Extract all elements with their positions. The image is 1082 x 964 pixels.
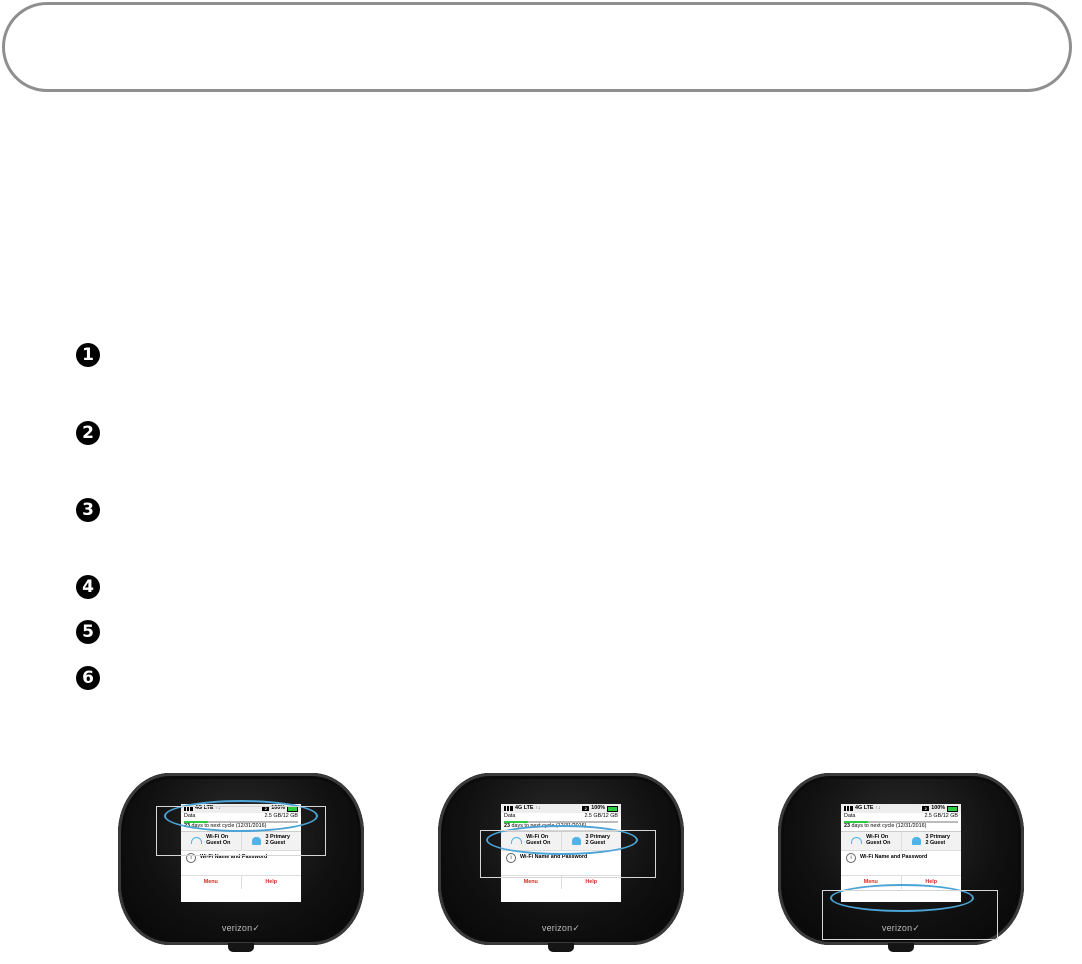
help-button[interactable]: Help xyxy=(241,876,302,889)
signal-bars-icon xyxy=(504,806,513,811)
usb-port xyxy=(888,943,914,952)
verizon-logo: verizon✓ xyxy=(118,922,364,934)
usb-port xyxy=(228,943,254,952)
network-label: 4G LTE xyxy=(515,806,533,812)
step-2-marker: 2 xyxy=(76,421,100,445)
step-4-marker: 4 xyxy=(76,575,100,599)
data-usage-row: Data 2.5 GB/12 GB xyxy=(501,813,621,820)
status-bar: 4G LTE ↑↓ 2 100% xyxy=(501,804,621,813)
message-icon: 2 xyxy=(582,806,589,811)
step-3-marker: 3 xyxy=(76,498,100,522)
data-amount: 2.5 GB/12 GB xyxy=(584,814,618,820)
status-bar: 4G LTE ↑↓ 2 100% xyxy=(841,804,961,813)
battery-label: 100% xyxy=(591,806,605,812)
wifi-name-password-row[interactable]: i Wi-Fi Name and Password xyxy=(841,851,961,865)
data-label: Data xyxy=(844,814,855,820)
data-amount: 2.5 GB/12 GB xyxy=(924,814,958,820)
usb-port xyxy=(548,943,574,952)
message-icon: 2 xyxy=(922,806,929,811)
callout-line xyxy=(480,830,656,878)
callout-line xyxy=(822,890,998,940)
step-1-marker: 1 xyxy=(76,343,100,367)
data-arrows-icon: ↑↓ xyxy=(535,806,540,812)
menu-button[interactable]: Menu xyxy=(181,876,241,889)
data-arrows-icon: ↑↓ xyxy=(875,806,880,812)
cycle-row: 23 days to next cycle (12/31/2016) xyxy=(841,824,961,832)
step-6-marker: 6 xyxy=(76,666,100,690)
verizon-logo: verizon✓ xyxy=(438,922,684,934)
battery-icon xyxy=(607,806,618,812)
battery-label: 100% xyxy=(931,806,945,812)
header-banner xyxy=(2,2,1072,92)
info-icon: i xyxy=(846,853,856,863)
network-label: 4G LTE xyxy=(855,806,873,812)
hotspot-device-status-bar: 4G LTE ↑↓ 2 100% Data 2.5 GB/12 GB 23 da… xyxy=(118,773,364,945)
signal-bars-icon xyxy=(844,806,853,811)
battery-icon xyxy=(947,806,958,812)
wifi-icon xyxy=(851,837,862,844)
data-label: Data xyxy=(504,814,515,820)
callout-line xyxy=(156,806,326,856)
step-5-marker: 5 xyxy=(76,620,100,644)
users-icon xyxy=(912,837,921,845)
data-usage-row: Data 2.5 GB/12 GB xyxy=(841,813,961,820)
